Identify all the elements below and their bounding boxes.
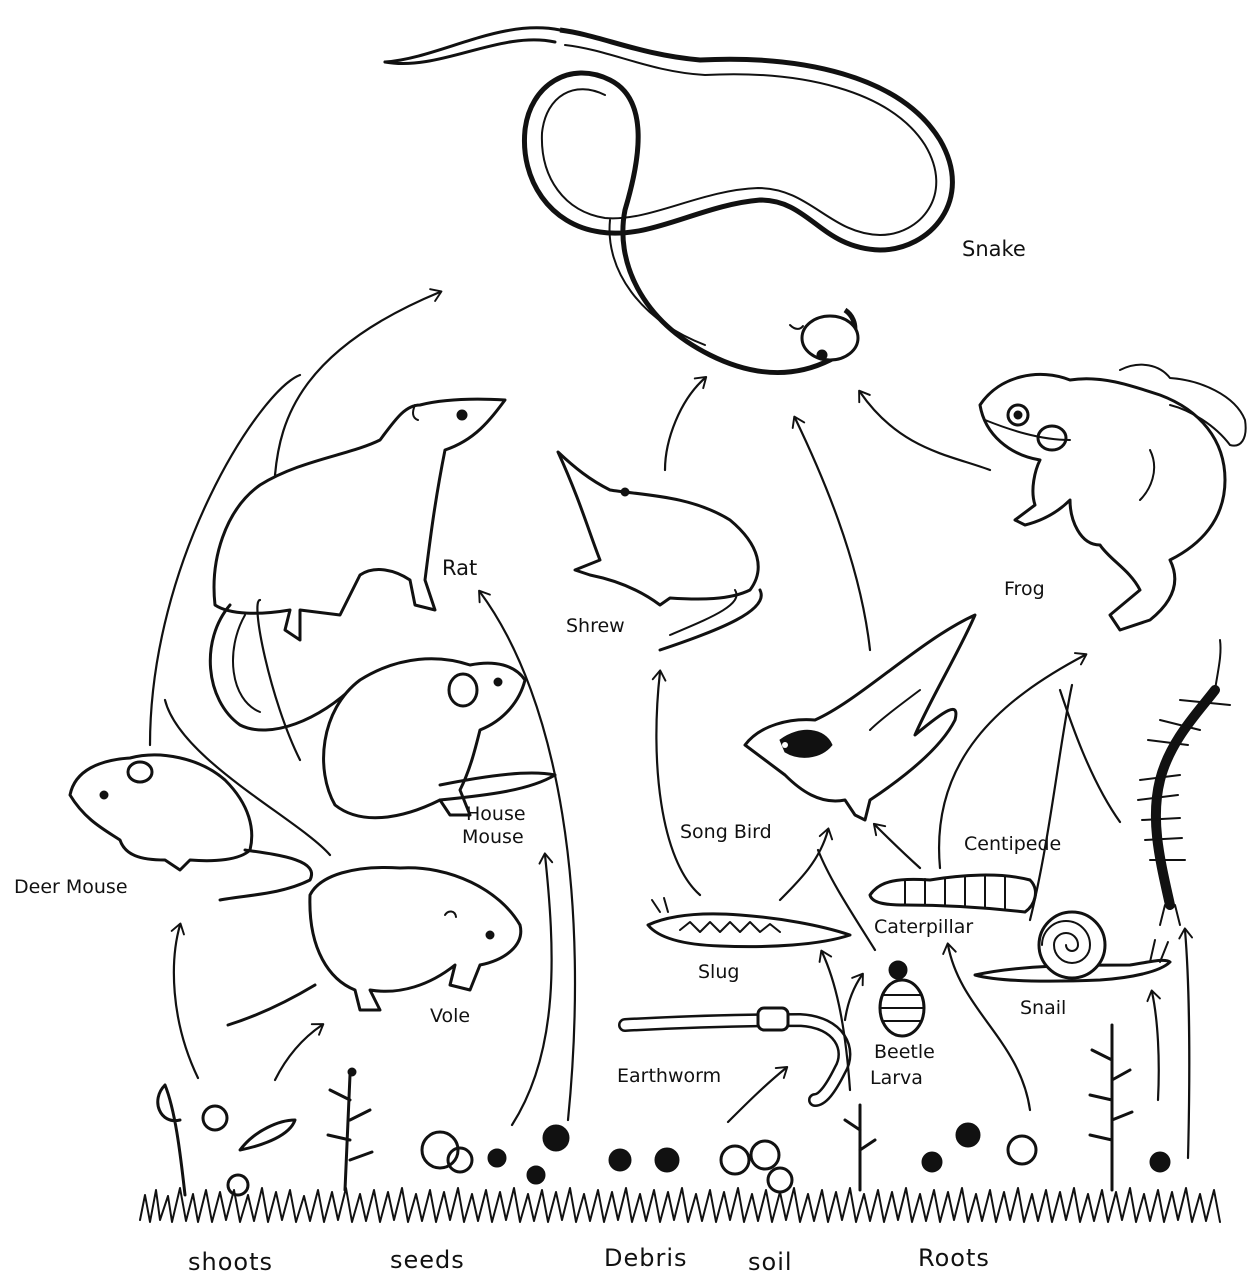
arrow-caterpillar-to-songbird: [875, 825, 920, 868]
slug-drawing: [648, 898, 850, 947]
arrow-shoots-to-vole: [275, 1025, 322, 1080]
arrow-roots-to-snail: [1152, 992, 1159, 1100]
arrow-frog-to-snake: [860, 392, 990, 470]
source-label-soil: soil: [748, 1248, 793, 1276]
centipede-drawing: [1138, 640, 1230, 925]
beetle-larva-label-line1: Beetle: [874, 1041, 935, 1063]
arrow-shrew-to-snake: [665, 378, 705, 470]
deer-mouse-label: Deer Mouse: [14, 876, 128, 898]
rat-label: Rat: [442, 556, 477, 580]
shrew-label: Shrew: [566, 615, 625, 637]
song-bird-drawing: [745, 615, 975, 820]
house-mouse-drawing: [324, 659, 555, 818]
house-mouse-label-line1: House: [466, 803, 526, 825]
arrow-shoots-to-deermouse: [174, 925, 198, 1078]
arrow-songbird-to-snake: [795, 418, 870, 650]
ground-plants: [140, 1025, 1220, 1222]
snake-label: Snake: [962, 237, 1026, 261]
beetle-larva-drawing: [880, 961, 924, 1036]
caterpillar-label: Caterpillar: [874, 916, 973, 938]
snail-drawing: [975, 912, 1170, 981]
arrow-centipede-to-frog: [1060, 690, 1120, 822]
arrow-seeds-to-housemouse: [512, 855, 552, 1125]
source-label-debris: Debris: [604, 1244, 688, 1272]
song-bird-label: Song Bird: [680, 821, 772, 843]
arrow-debris-to-earthworm: [728, 1068, 786, 1122]
vole-label: Vole: [430, 1005, 470, 1027]
arrow-slug-to-songbird: [780, 830, 828, 900]
arrow-roots-to-centipede: [1185, 930, 1189, 1158]
caterpillar-drawing: [870, 875, 1035, 912]
arrow-slug-to-shrew: [656, 672, 700, 895]
earthworm-label: Earthworm: [617, 1065, 721, 1087]
slug-label: Slug: [698, 961, 739, 983]
arrow-earthworm-to-beetlelarva: [845, 975, 862, 1020]
snail-label: Snail: [1020, 997, 1066, 1019]
arrow-snail-to-frog: [1030, 685, 1072, 920]
source-label-seeds: seeds: [390, 1246, 465, 1274]
source-label-shoots: shoots: [188, 1248, 273, 1276]
source-label-roots: Roots: [918, 1244, 990, 1272]
snake-drawing: [385, 28, 952, 373]
beetle-larva-label-line2: Larva: [870, 1067, 923, 1089]
frog-label: Frog: [1004, 578, 1045, 600]
house-mouse-label-line2: Mouse: [462, 826, 524, 848]
